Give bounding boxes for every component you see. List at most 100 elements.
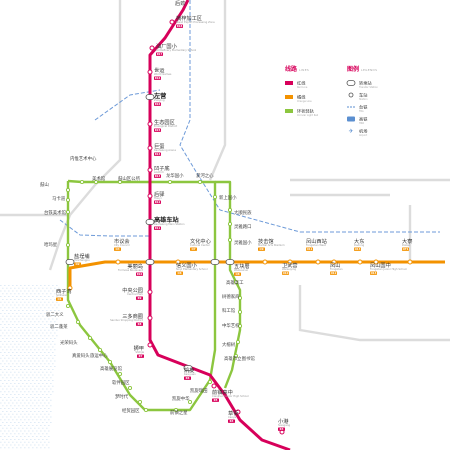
station[interactable]: 大顺民族 [227,207,252,216]
station[interactable]: 灵雅路口 [227,221,252,230]
station-icon [115,259,121,265]
station-icon [175,259,181,265]
station[interactable]: 新上国小 [212,194,237,201]
station[interactable]: 高雄展览馆 [100,365,123,377]
station[interactable]: 灵雅国小 [227,237,252,246]
station[interactable]: 科工馆 [222,307,243,315]
station-icon [227,207,233,213]
station[interactable]: 后劲 [175,0,185,7]
station-name: 技击馆 [258,237,274,245]
station[interactable]: 梦时代 [115,393,143,405]
station-icon [407,259,413,265]
legend-line-name-en: Orange Line [297,100,312,103]
station-icon [173,407,179,413]
station-icon [97,347,103,353]
station[interactable]: 软件园区 [112,379,133,391]
station[interactable]: 凯旋中华 [172,395,193,405]
station-icon [197,179,203,185]
station[interactable]: 内惟艺术中心 [70,155,97,185]
station[interactable]: 龙华国小 [166,172,184,185]
station-icon [287,259,293,265]
station-name: 大寮 [402,237,412,245]
transfer-icon [225,259,235,265]
green-line [66,179,242,412]
station[interactable]: 光荣码头 [60,335,93,346]
station[interactable]: 高雄市立图书馆 [224,353,255,362]
station[interactable]: 美术馆 [92,175,106,185]
station[interactable]: 高雄高工 [226,279,244,286]
station[interactable]: 台铁美术馆 [44,209,71,216]
legend-symbol-name: 台铁 [359,104,368,111]
station-code-badge [156,52,163,56]
station-icon [235,409,241,415]
station-name: 前镇之星 [170,409,188,416]
station-name: 凤山国中 [370,261,391,269]
station-name: 生态园区 [154,118,175,126]
station-name: 文化中心 [190,237,211,245]
station-code: R4 [230,419,234,423]
station-name: 小港 [278,417,289,425]
station-icon [235,339,241,345]
station-name: 草衙 [228,409,238,417]
station-code-badge [234,272,241,276]
station-name: 盐埕埔 [74,252,90,260]
station[interactable]: 前镇之星 [170,407,188,416]
station[interactable]: 真爱码头 [72,347,103,359]
station[interactable]: 树德家商 [222,293,243,301]
station[interactable]: 旅运中心 [90,352,113,365]
station[interactable]: 大榕树 [222,339,241,348]
station-name: 后驿 [154,190,165,198]
station[interactable]: 马卡道 [52,195,71,203]
station-icon [331,259,337,265]
station-name-en: Sinyi Elementary School [176,267,208,271]
station-name: 凤山 [330,261,340,269]
station[interactable]: 中华艺校 [222,322,243,329]
station-name-en: Fongshan West [306,243,326,247]
station[interactable]: 哈玛星 [44,241,71,248]
station-icon [117,371,123,377]
station[interactable]: 经贸园区 [122,407,149,414]
station-icon [147,121,153,127]
legend-lines-title-en: LINES [299,68,309,72]
station[interactable]: 爱河之心 [196,172,214,185]
station-icon [237,323,243,329]
station[interactable]: 鼓山区公所 [117,175,141,185]
station[interactable]: 鼓山 [40,181,71,193]
station[interactable]: 驳二蓬莱 [50,319,81,330]
station-code: O8 [235,272,239,276]
station[interactable]: 凯旋瑞田 [190,379,213,394]
station[interactable]: 驳二大义 [46,303,71,318]
